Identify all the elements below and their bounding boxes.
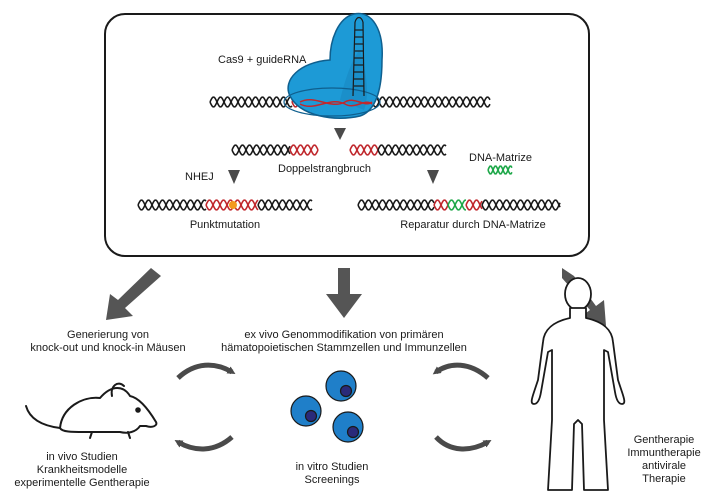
mouse-illustration (25, 382, 158, 439)
dna-strand (447, 199, 466, 211)
cells-caption-line: in vitro Studien (295, 461, 369, 473)
dsb-label: Doppelstrangbruch (278, 163, 371, 175)
point-mutation-label: Punktmutation (189, 219, 261, 231)
dna-point-mutation (137, 199, 313, 211)
cycle-arrows-right (432, 362, 492, 452)
dna-strand (349, 144, 379, 156)
cell (332, 411, 364, 443)
dna-strand (257, 199, 313, 211)
mouse-caption-line: experimentelle Gentherapie (14, 477, 150, 489)
cell (290, 395, 322, 427)
dna-strand (465, 199, 483, 211)
exvivo-title-line: hämatopoietischen Stammzellen und Immunz… (221, 342, 467, 354)
human-silhouette (530, 277, 626, 491)
mouse-caption-line: in vivo Studien (46, 451, 118, 463)
dna-strand (357, 199, 435, 211)
dna-repaired (357, 199, 561, 211)
dna-strand (377, 144, 447, 156)
exvivo-title-line: ex vivo Genommodifikation von primären (244, 329, 444, 341)
human-caption-line: antivirale Therapie (641, 460, 687, 485)
dna-strand (465, 199, 483, 211)
dna-strand (231, 144, 291, 156)
human-caption: Gentherapie Immuntherapie antivirale The… (627, 434, 700, 486)
cells-caption-line: Screenings (304, 474, 360, 486)
nucleus (346, 425, 360, 439)
nhej-label: NHEJ (185, 171, 214, 183)
dna-strand (377, 144, 447, 156)
template-label: DNA-Matrize (469, 152, 532, 164)
dna-strand (289, 144, 319, 156)
human-caption-line: Gentherapie (633, 434, 695, 446)
nucleus (304, 409, 318, 423)
dna-strand (205, 199, 259, 211)
mouse-title-line: Generierung von (67, 329, 149, 341)
dna-strand (487, 165, 513, 175)
dna-strand (231, 144, 291, 156)
dna-strand (257, 199, 313, 211)
stem-cells (290, 370, 364, 443)
dna-strand (481, 199, 561, 211)
repair-label: Reparatur durch DNA-Matrize (400, 219, 546, 231)
dna-strand (371, 96, 491, 108)
nucleus (339, 384, 353, 398)
arrow-to-dsb (334, 128, 346, 140)
mouse-caption: in vivo Studien Krankheitsmodelle experi… (14, 451, 149, 490)
dna-template (487, 165, 513, 175)
arrow-to-hdr (427, 170, 439, 184)
big-arrows (106, 268, 606, 326)
dna-strand (137, 199, 207, 211)
dna-strand (433, 199, 449, 211)
mutation-marker (229, 201, 237, 209)
cas9-protein (283, 12, 383, 119)
mechanism-box (104, 13, 590, 257)
mouse-title-line: knock-out und knock-in Mäusen (30, 342, 186, 354)
dna-strand (447, 199, 466, 211)
exvivo-title: ex vivo Genommodifikation von primären h… (221, 329, 467, 355)
arrow-to-nhej (228, 170, 240, 184)
dna-cut-right (349, 144, 447, 156)
dna-cut-left (231, 144, 319, 156)
dna-strand (137, 199, 207, 211)
cell (325, 370, 357, 402)
dna-strand (481, 199, 561, 211)
cycle-arrows-left (174, 362, 236, 452)
cas9-label: Cas9 + guideRNA (218, 54, 307, 66)
cells-caption: in vitro Studien Screenings (296, 461, 369, 487)
human-caption-line: Immuntherapie (627, 447, 701, 459)
dna-strand (205, 199, 259, 211)
mouse-caption-line: Krankheitsmodelle (36, 464, 128, 476)
guide-rna (352, 16, 365, 97)
mouse-title: Generierung von knock-out und knock-in M… (30, 329, 185, 355)
dna-strand (209, 96, 293, 108)
